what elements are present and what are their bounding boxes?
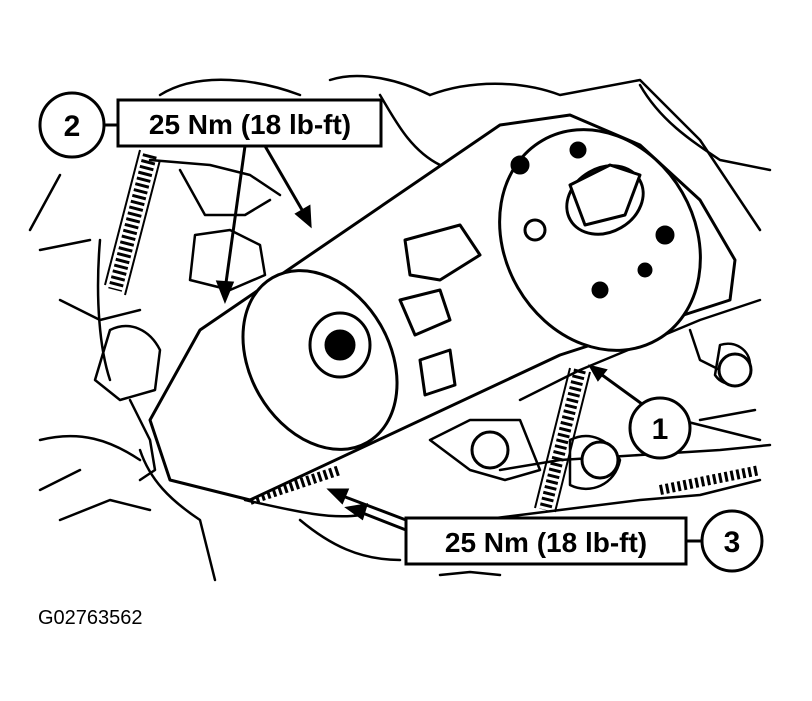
bolt-icon bbox=[569, 141, 587, 159]
callout-2-torque-box bbox=[116, 98, 383, 148]
starter-front-flange bbox=[498, 128, 702, 352]
callout-1-circle bbox=[628, 396, 692, 460]
callout-2-arrows bbox=[215, 145, 312, 305]
bolt-icon bbox=[470, 430, 510, 470]
bolt-icon bbox=[591, 281, 609, 299]
bolt-icon bbox=[637, 262, 653, 278]
callout-3-number: 3 bbox=[724, 526, 741, 559]
bolt-icon bbox=[717, 352, 753, 388]
engine-background-linework bbox=[28, 74, 772, 582]
bolt-icon bbox=[510, 155, 530, 175]
mounting-bolts bbox=[470, 141, 753, 480]
figure-code: G02763562 bbox=[38, 607, 143, 629]
hatched-cable-lower bbox=[248, 465, 761, 505]
callout-3: 25 Nm (18 lb-ft) 3 bbox=[326, 488, 764, 573]
callout-3-torque: 25 Nm (18 lb-ft) bbox=[445, 527, 647, 558]
starter-motor bbox=[148, 113, 737, 502]
callout-3-torque-box bbox=[404, 516, 688, 566]
bolt-icon bbox=[655, 225, 675, 245]
callout-1-number: 1 bbox=[652, 413, 669, 446]
callout-2-torque: 25 Nm (18 lb-ft) bbox=[149, 109, 351, 140]
hatched-spring-left bbox=[104, 149, 161, 296]
bolt-icon bbox=[523, 218, 547, 242]
callout-1: 1 bbox=[587, 364, 692, 460]
callout-3-arrows bbox=[326, 488, 407, 532]
bolt-icon bbox=[580, 440, 620, 480]
hatched-spring-right bbox=[534, 367, 591, 513]
callout-2-number: 2 bbox=[64, 110, 81, 143]
callout-3-circle bbox=[700, 509, 764, 573]
callout-2: 2 25 Nm (18 lb-ft) bbox=[38, 91, 383, 305]
